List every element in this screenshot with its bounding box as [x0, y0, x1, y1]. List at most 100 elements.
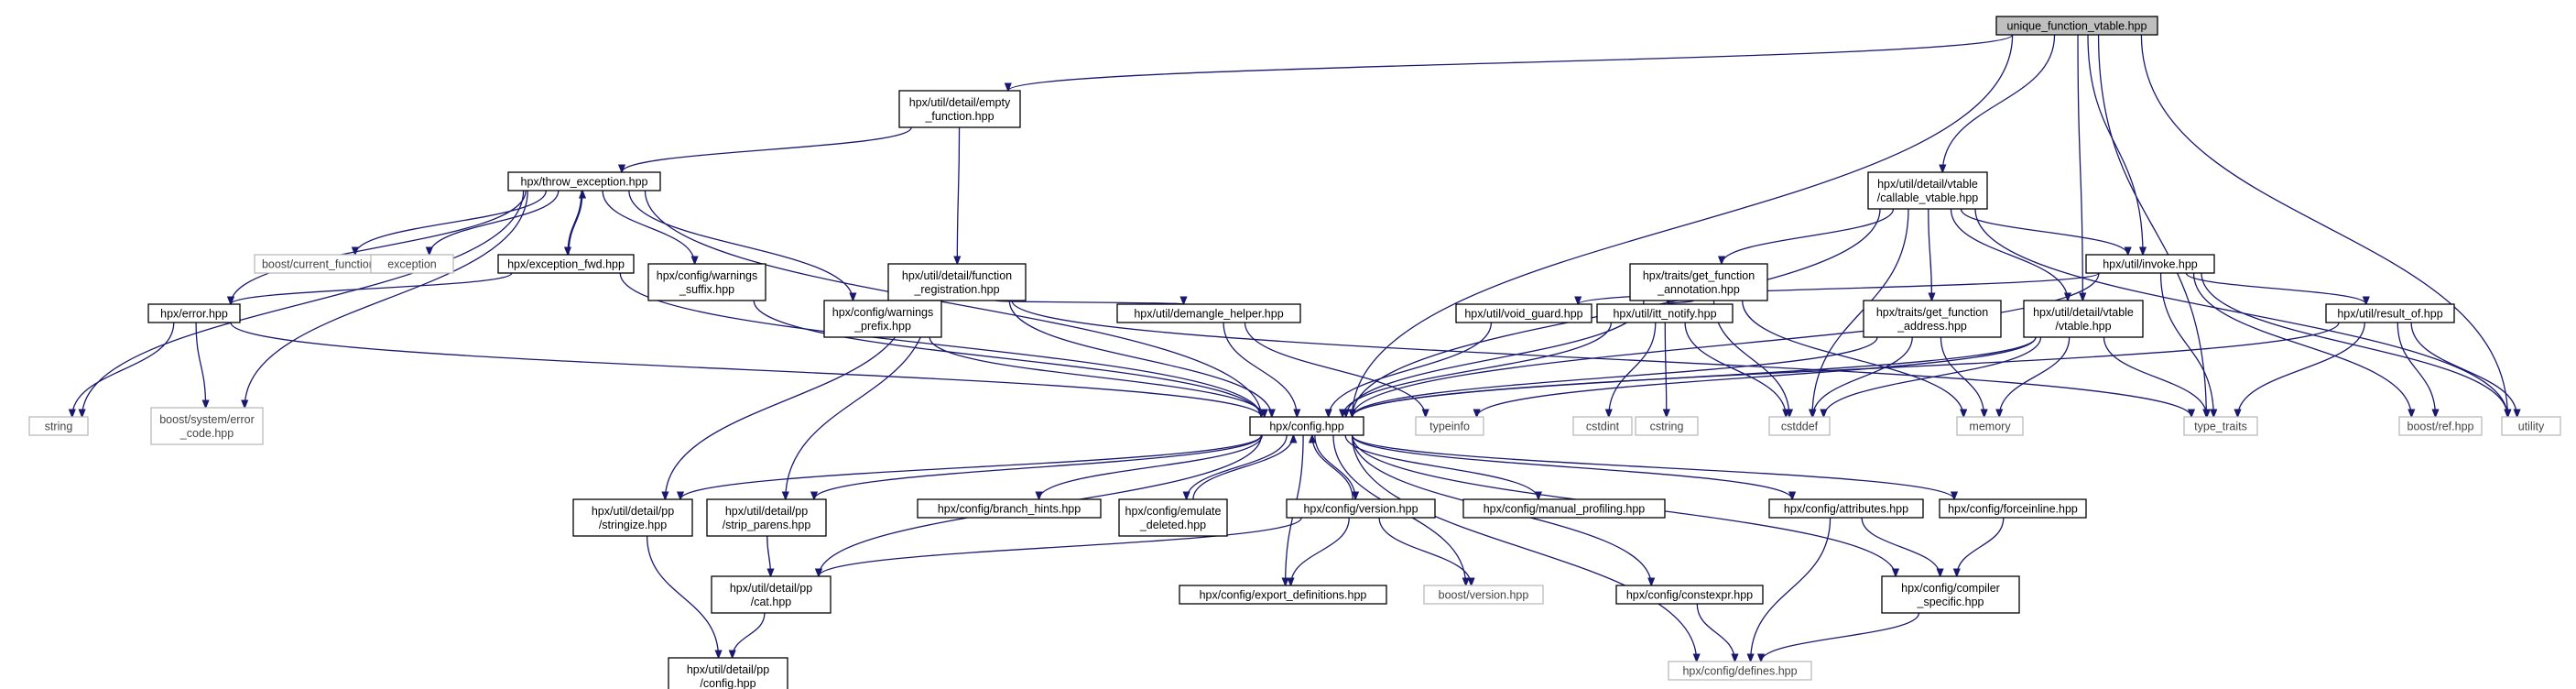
edge-function_registration-to-type_traits — [1011, 300, 2191, 417]
node-error_code: boost/system/error_code.hpp — [150, 407, 264, 445]
node-constexpr[interactable]: hpx/config/constexpr.hpp — [1615, 585, 1764, 605]
edge-root-to-config — [1353, 34, 2014, 417]
node-callable_vtable[interactable]: hpx/util/detail/vtable/callable_vtable.h… — [1867, 171, 1988, 210]
node-vtable[interactable]: hpx/util/detail/vtable/vtable.hpp — [2023, 300, 2144, 338]
node-export_definitions[interactable]: hpx/config/export_definitions.hpp — [1179, 585, 1387, 605]
node-label: _suffix.hpp — [679, 283, 734, 296]
edge-exception_fwd-to-throw_exception — [568, 191, 582, 256]
node-label: hpx/config/version.hpp — [1303, 503, 1418, 516]
node-label: hpx/util/demangle_helper.hpp — [1134, 308, 1283, 321]
node-pp_config[interactable]: hpx/util/detail/pp/config.hpp — [668, 657, 788, 689]
node-label: hpx/config/constexpr.hpp — [1626, 589, 1753, 602]
node-label: hpx/util/detail/pp — [730, 582, 812, 595]
node-box — [1596, 303, 1734, 323]
node-forceinline[interactable]: hpx/config/forceinline.hpp — [1939, 498, 2087, 519]
edge-get_function_address-to-config — [1353, 336, 1878, 417]
node-typeinfo: typeinfo — [1415, 416, 1484, 436]
node-version[interactable]: hpx/config/version.hpp — [1286, 498, 1436, 519]
node-label: hpx/traits/get_function — [1876, 306, 1988, 319]
edge-vtable-to-memory — [1999, 336, 2071, 417]
node-string: string — [28, 416, 89, 436]
node-box — [572, 498, 693, 537]
node-result_of[interactable]: hpx/util/result_of.hpp — [2325, 303, 2455, 323]
node-label: _function.hpp — [924, 110, 994, 123]
edge-invoke-to-result_of — [2185, 272, 2366, 304]
node-void_guard[interactable]: hpx/util/void_guard.hpp — [1455, 303, 1592, 323]
node-label: hpx/util/itt_notify.hpp — [1613, 308, 1716, 321]
node-boost_version: boost/version.hpp — [1423, 585, 1544, 605]
node-box — [2023, 300, 2144, 338]
edge-root-to-utility — [2140, 34, 2507, 417]
node-config[interactable]: hpx/config.hpp — [1249, 416, 1364, 436]
edge-emulate_deleted-to-config — [1192, 435, 1294, 500]
node-label: unique_function_vtable.hpp — [2007, 20, 2147, 33]
node-label: hpx/config/attributes.hpp — [1784, 503, 1908, 516]
node-utility: utility — [2501, 416, 2561, 436]
node-error[interactable]: hpx/error.hpp — [147, 303, 241, 323]
edge-throw_exception-to-current_function — [355, 190, 547, 255]
node-itt_notify[interactable]: hpx/util/itt_notify.hpp — [1596, 303, 1734, 323]
node-invoke[interactable]: hpx/util/invoke.hpp — [2085, 254, 2215, 274]
node-label: hpx/util/detail/function — [902, 269, 1012, 282]
edge-throw_exception-to-config — [644, 190, 1261, 417]
node-box — [1179, 585, 1387, 605]
edge-throw_exception-to-warnings_suffix — [602, 190, 695, 264]
node-label: hpx/config/export_definitions.hpp — [1200, 589, 1367, 602]
node-strip_parens[interactable]: hpx/util/detail/pp/strip_parens.hpp — [706, 498, 827, 537]
edge-itt_notify-to-cstddef — [1684, 322, 1786, 417]
node-label: hpx/config/compiler — [1901, 582, 2000, 595]
node-get_function_annotation[interactable]: hpx/traits/get_function_annotation.hpp — [1629, 263, 1768, 301]
node-compiler_specific[interactable]: hpx/config/compiler_specific.hpp — [1881, 575, 2020, 614]
node-box — [1867, 171, 1988, 210]
node-box — [2325, 303, 2455, 323]
edge-config-to-emulate_deleted — [1187, 434, 1288, 499]
edge-invoke-to-utility — [2201, 272, 2507, 417]
node-demangle_helper[interactable]: hpx/util/demangle_helper.hpp — [1116, 303, 1301, 323]
node-box — [898, 90, 1021, 128]
node-cstdint: cstdint — [1572, 416, 1633, 436]
edge-warnings_prefix-to-config — [929, 336, 1264, 417]
node-box — [2183, 416, 2258, 436]
node-label: hpx/traits/get_function — [1643, 269, 1755, 282]
node-attributes[interactable]: hpx/config/attributes.hpp — [1768, 498, 1924, 519]
node-exception: exception — [370, 254, 454, 274]
edge-stringize-to-pp_config — [646, 535, 719, 658]
edge-callable_vtable-to-invoke — [1960, 208, 2127, 255]
node-emulate_deleted[interactable]: hpx/config/emulate_deleted.hpp — [1118, 498, 1228, 537]
node-box — [1768, 498, 1924, 519]
node-stringize[interactable]: hpx/util/detail/pp/stringize.hpp — [572, 498, 693, 537]
node-root[interactable]: unique_function_vtable.hpp — [1995, 16, 2158, 36]
node-label: hpx/util/result_of.hpp — [2337, 308, 2442, 321]
edge-throw_exception-to-warnings_prefix — [628, 190, 853, 301]
dependency-edges — [72, 34, 2517, 662]
edge-config-to-branch_hints — [1039, 434, 1263, 499]
edge-vtable-to-type_traits — [2103, 336, 2208, 417]
node-empty_function[interactable]: hpx/util/detail/empty_function.hpp — [898, 90, 1021, 128]
node-pp_cat[interactable]: hpx/util/detail/pp/cat.hpp — [711, 575, 831, 614]
node-manual_profiling[interactable]: hpx/config/manual_profiling.hpp — [1462, 498, 1666, 519]
node-exception_fwd[interactable]: hpx/exception_fwd.hpp — [497, 254, 635, 274]
node-label: _annotation.hpp — [1657, 283, 1740, 296]
edge-root-to-callable_vtable — [1942, 34, 2056, 172]
node-branch_hints[interactable]: hpx/config/branch_hints.hpp — [917, 498, 1102, 519]
node-warnings_prefix[interactable]: hpx/config/warnings_prefix.hpp — [823, 300, 942, 338]
node-warnings_suffix[interactable]: hpx/config/warnings_suffix.hpp — [647, 263, 766, 301]
node-label: /config.hpp — [700, 677, 755, 689]
node-box — [917, 498, 1102, 519]
edge-version-to-pp_cat — [819, 517, 1302, 576]
node-get_function_address[interactable]: hpx/traits/get_function_address.hpp — [1863, 300, 2002, 338]
edge-demangle_helper-to-config — [1223, 322, 1297, 417]
edge-throw_exception-to-error — [231, 190, 527, 304]
node-box — [1462, 498, 1666, 519]
edge-version-to-config — [1312, 435, 1353, 500]
node-label: hpx/util/detail/vtable — [2033, 306, 2134, 319]
node-function_registration[interactable]: hpx/util/detail/function_registration.hp… — [887, 263, 1027, 301]
edge-throw_exception-to-exception_fwd — [568, 190, 582, 255]
node-throw_exception[interactable]: hpx/throw_exception.hpp — [507, 171, 661, 191]
node-box — [1668, 661, 1812, 681]
edge-error-to-error_code — [195, 322, 206, 408]
node-box — [1572, 416, 1633, 436]
edge-attributes-to-compiler_specific — [1861, 517, 1940, 576]
node-box — [711, 575, 831, 614]
edge-itt_notify-to-config — [1342, 322, 1612, 417]
